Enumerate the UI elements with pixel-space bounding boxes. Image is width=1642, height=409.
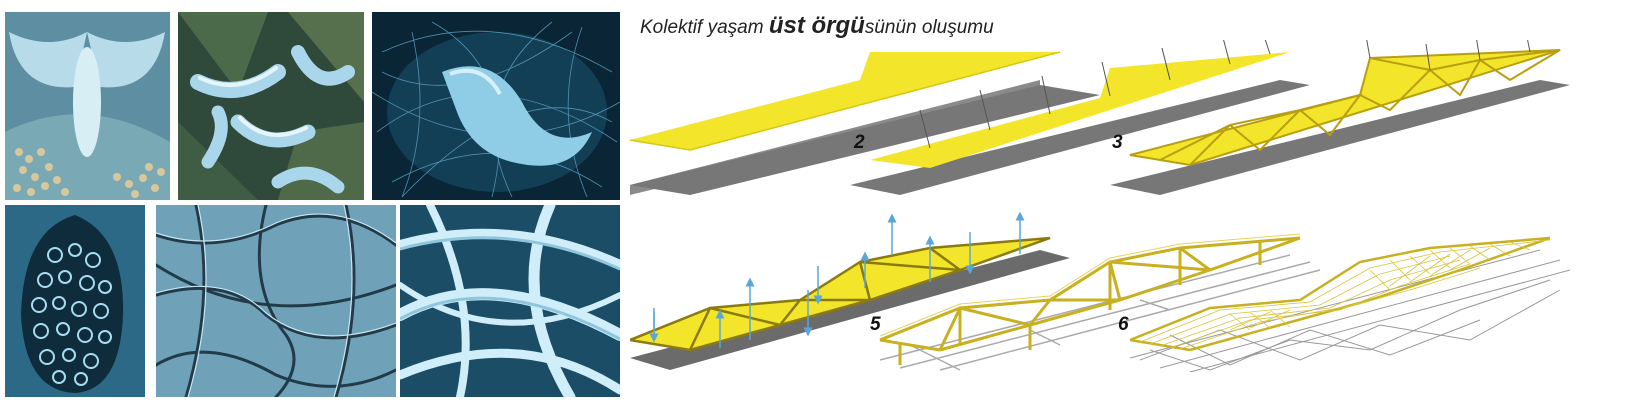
photo-fibre-network (156, 205, 396, 397)
step-4-diagram: 4 (630, 211, 1070, 370)
formation-diagram: 1 2 3 (630, 40, 1571, 373)
photo-cocoon (5, 205, 145, 397)
diagram-title: Kolektif yaşam üst örgüsünün oluşumu (640, 12, 994, 40)
step-1-diagram: 1 (630, 51, 1100, 195)
photo-spinning-cocoon (372, 12, 620, 200)
photo-silk-moth (5, 12, 170, 200)
step-number-2: 2 (853, 132, 865, 153)
step-3-diagram: 3 (1110, 40, 1570, 195)
step-number-5: 5 (870, 314, 881, 335)
photo-fibre-macro (400, 205, 620, 397)
step-6-diagram: 6 (1118, 236, 1571, 373)
step-2-diagram: 2 (850, 40, 1310, 195)
lift-arrows (649, 211, 1025, 348)
title-suffix: sünün oluşumu (864, 17, 994, 38)
photo-silkworms (178, 12, 364, 200)
step-number-3: 3 (1112, 132, 1123, 153)
step-5-diagram: 5 (870, 233, 1321, 371)
title-prefix: Kolektif yaşam (640, 17, 769, 38)
step-number-6: 6 (1118, 314, 1129, 335)
title-emphasis: üst örgü (768, 12, 865, 39)
